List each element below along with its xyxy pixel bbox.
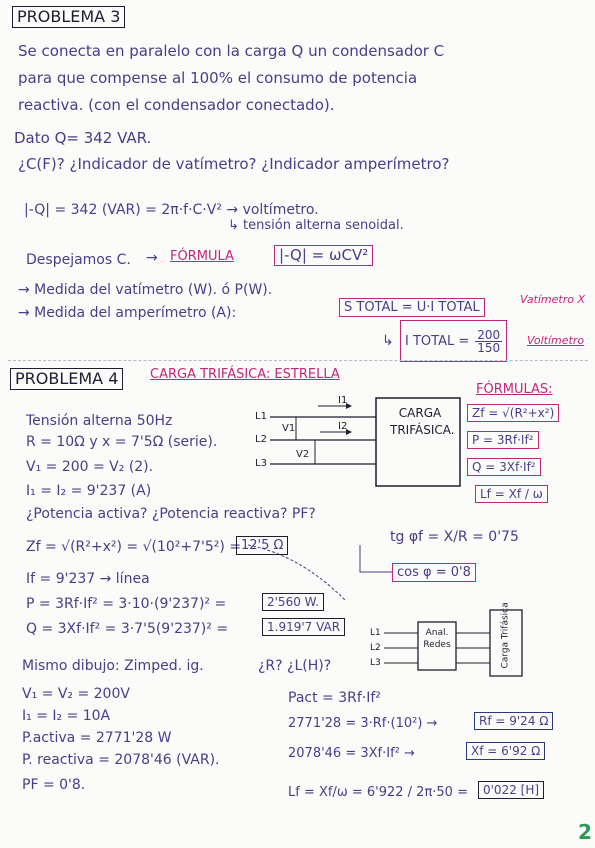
problem4-line-1: Tensión alterna 50Hz (26, 413, 173, 429)
corner-arrow-icon: ↳ (382, 333, 394, 349)
formula-lf: Lf = Xf / ω (475, 485, 548, 503)
problem4-data-line-5: PF = 0'8. (22, 777, 86, 793)
problem3-voltimetro-note: Voltímetro (527, 334, 585, 347)
problem4-xf-result: Xf = 6'92 Ω (466, 742, 546, 760)
problem3-title: PROBLEMA 3 (12, 6, 126, 28)
problem4-line-3: V₁ = 200 = V₂ (2). (26, 459, 154, 475)
problem3-statement-line-2: para que compense al 100% el consumo de … (18, 69, 418, 87)
problem3-despejamos: Despejamos C. (26, 252, 131, 268)
problem3-formula-label: FÓRMULA (170, 249, 234, 264)
problem3-s-total-box: S TOTAL = U·I TOTAL (339, 298, 485, 317)
problem3-formula-box: |-Q| = ωCV² (274, 245, 374, 266)
problem4-line-5: ¿Potencia activa? ¿Potencia reactiva? PF… (26, 506, 316, 522)
formula-q: Q = 3Xf·If² (467, 458, 541, 476)
problem4-data-line-3: P.activa = 2771'28 W (22, 730, 172, 746)
problem4-data-line-4: P. reactiva = 2078'46 (VAR). (22, 752, 220, 768)
problem3-questions: ¿C(F)? ¿Indicador de vatímetro? ¿Indicad… (18, 155, 450, 173)
problem4-data-line-2: I₁ = I₂ = 10A (22, 708, 111, 724)
analyzer-box (417, 621, 457, 671)
analyzer-label: Anal. Redes (423, 628, 451, 650)
problem4-r-l-question: ¿R? ¿L(H)? (258, 658, 332, 674)
carga-label: Carga Trifásica (500, 602, 511, 669)
problem4-p-result: 2'560 W. (262, 593, 324, 611)
problem4-lf-calc: Lf = Xf/ω = 6'922 / 2π·50 = (288, 785, 468, 800)
result-link-line (247, 544, 346, 601)
problem4-cos-result: cos φ = 0'8 (392, 563, 476, 582)
analyzer-l1-label: L1 (370, 628, 381, 638)
problem4-mismo-dibujo: Mismo dibujo: Zimped. ig. (22, 658, 204, 674)
problem4-data-line-1: V₁ = V₂ = 200V (22, 686, 130, 702)
formula-p: P = 3Rf·If² (467, 431, 539, 449)
problem3-statement-line-1: Se conecta en paralelo con la carga Q un… (18, 42, 445, 60)
i2-arrow-head (346, 429, 352, 435)
problem4-if-eq: If = 9'237 → línea (26, 571, 150, 587)
problem3-i-total-den: 150 (477, 340, 501, 355)
problem3-medida-vatimetro: → Medida del vatímetro (W). ó P(W). (18, 282, 273, 298)
problem4-line-4: I₁ = I₂ = 9'237 (A) (26, 483, 152, 499)
problem4-formulas-title: FÓRMULAS: (476, 382, 553, 397)
load-box (375, 397, 461, 487)
problem3-statement-line-3: reactiva. (con el condensador conectado)… (18, 96, 335, 114)
problem4-pact-calc: 2771'28 = 3·Rf·(10²) → (288, 716, 438, 731)
i1-arrow-head (346, 403, 352, 409)
formula-zf: Zf = √(R²+x²) (467, 404, 560, 422)
label-l2: L2 (255, 434, 267, 445)
load-box-label: CARGA TRIFÁSICA. (390, 406, 455, 437)
problem4-title: PROBLEMA 4 (10, 368, 124, 390)
problem3-i-total-fraction: 200 150 (475, 327, 503, 355)
analyzer-l3-label: L3 (370, 658, 381, 668)
problem4-q-result: 1.919'7 VAR (262, 618, 346, 636)
label-i2: I2 (338, 421, 348, 432)
problem3-dato: Dato Q= 342 VAR. (14, 129, 152, 147)
problem4-zf-result: 12'5 Ω (236, 536, 289, 555)
problem4-line-2: R = 10Ω y x = 7'5Ω (serie). (26, 434, 218, 450)
arrow-right-icon: → (146, 250, 158, 266)
analyzer-l2-label: L2 (370, 643, 381, 653)
problem3-eq-q: |-Q| = 342 (VAR) = 2π·f·C·V² → voltímetr… (24, 202, 319, 218)
label-v1: V1 (282, 423, 296, 434)
problem3-medida-amperimetro: → Medida del amperímetro (A): (18, 305, 237, 321)
problem3-eq-note: ↳ tensión alterna senoidal. (228, 218, 404, 233)
label-l3: L3 (255, 458, 267, 469)
problem3-vatimetro-note: Vatímetro X (520, 293, 586, 306)
label-i1: I1 (338, 395, 348, 406)
problem4-zf-eq: Zf = √(R²+x²) = √(10²+7'5²) = (26, 539, 242, 555)
problem4-subtitle: CARGA TRIFÁSICA: ESTRELLA (150, 367, 340, 382)
problem4-pact-eq: Pact = 3Rf·If² (288, 690, 381, 706)
problem4-q-eq: Q = 3Xf·If² = 3·7'5(9'237)² = (26, 621, 229, 637)
problem3-i-total-box: I TOTAL = 200 150 (400, 320, 508, 362)
cos-link-line (359, 545, 392, 573)
label-v2: V2 (296, 449, 310, 460)
label-l1: L1 (255, 411, 267, 422)
problem4-p-eq: P = 3Rf·If² = 3·10·(9'237)² = (26, 596, 227, 612)
page-number: 2 (578, 820, 592, 844)
problem4-q2-calc: 2078'46 = 3Xf·If² → (288, 746, 415, 761)
problem4-tg-eq: tg φf = X/R = 0'75 (390, 529, 519, 545)
problem3-i-total-label: I TOTAL = (405, 333, 470, 349)
problem4-rf-result: Rf = 9'24 Ω (474, 712, 554, 730)
problem4-lf-result: 0'022 [H] (478, 781, 545, 799)
problem3-i-total-num: 200 (475, 327, 503, 342)
section-divider (8, 360, 588, 361)
load-box-small (489, 609, 523, 677)
